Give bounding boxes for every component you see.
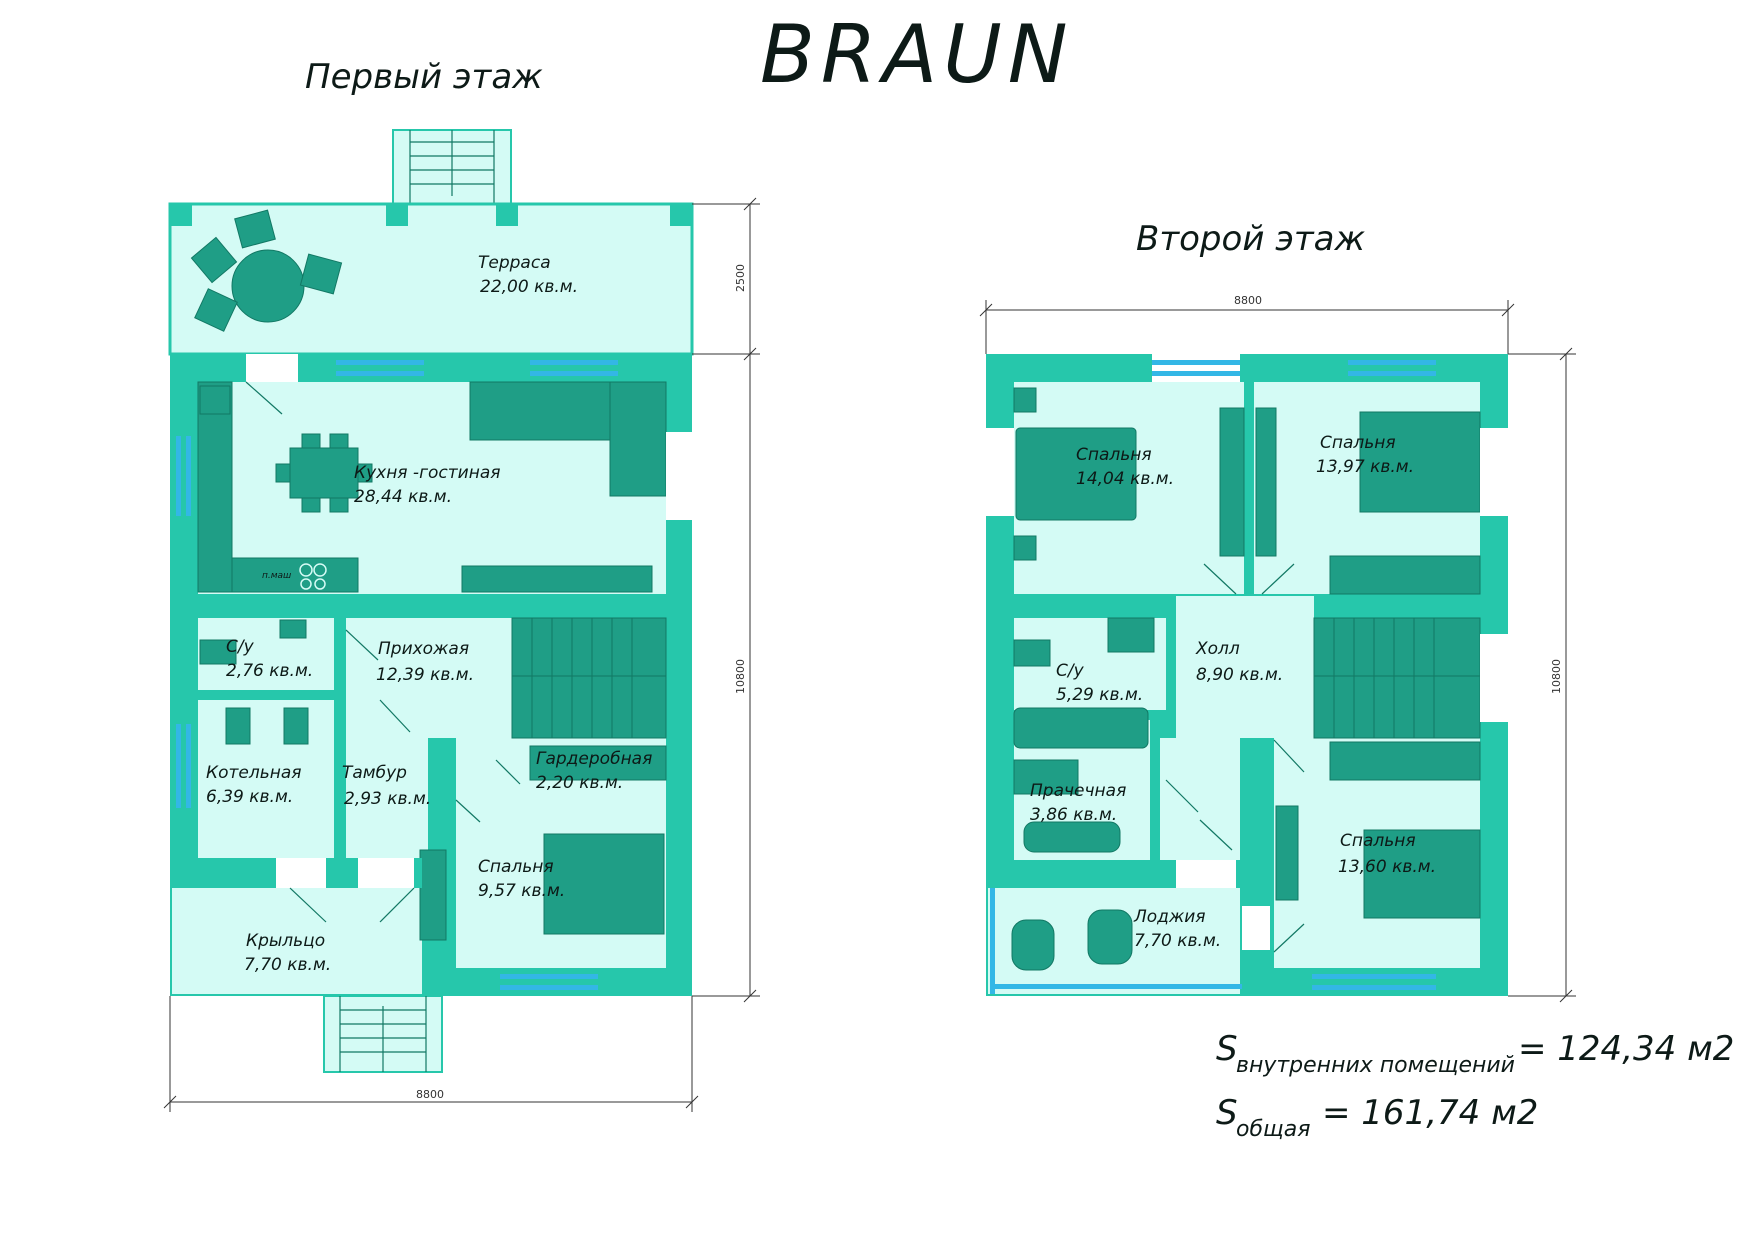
vestibule-floor: [346, 738, 428, 858]
loggia-area: 7,70 кв.м.: [1134, 931, 1221, 951]
wardrobe-name: Гардеробная: [536, 749, 652, 769]
total-area-value: = 161,74 м2: [1322, 1093, 1538, 1133]
total-area-subscript: общая: [1236, 1117, 1310, 1142]
hall2-floor: [1176, 596, 1314, 738]
area-summary: S внутренних помещений = 124,34 м2 S общ…: [1216, 1029, 1734, 1142]
terrace-area: 22,00 кв.м.: [480, 277, 578, 297]
bedroom3-area: 13,60 кв.м.: [1338, 857, 1436, 877]
bath-area: 2,76 кв.м.: [226, 661, 313, 681]
porch-area: 7,70 кв.м.: [244, 955, 331, 975]
south-stairs: [323, 995, 443, 1073]
second-floor-dimensions: 8800 10800: [979, 294, 1576, 1003]
second-floor-plan: Второй этаж: [979, 219, 1576, 1003]
hall2-name: Холл: [1195, 639, 1240, 659]
inner-area-symbol: S: [1216, 1029, 1238, 1069]
appliance-label: п.маш: [262, 571, 291, 581]
first-floor-title: Первый этаж: [305, 57, 543, 97]
bedroom2-area: 13,97 кв.м.: [1316, 457, 1414, 477]
porch-name: Крыльцо: [246, 931, 325, 951]
bedroom1-area: 14,04 кв.м.: [1076, 469, 1174, 489]
bath2-area: 5,29 кв.м.: [1056, 685, 1143, 705]
kitchen-area: 28,44 кв.м.: [354, 487, 452, 507]
first-depth-dim: 10800: [734, 659, 747, 694]
terrace-name: Терраса: [478, 253, 551, 273]
wardrobe-area: 2,20 кв.м.: [536, 773, 623, 793]
second-depth-dim: 10800: [1550, 659, 1563, 694]
inner-area-value: = 124,34 м2: [1518, 1029, 1734, 1069]
hall2-lower-floor: [1160, 738, 1240, 860]
inner-area-subscript: внутренних помещений: [1236, 1053, 1515, 1078]
second-floor-building: [986, 354, 1508, 996]
hall2-area: 8,90 кв.м.: [1196, 665, 1283, 685]
first-floor-plan: Первый этаж: [163, 57, 760, 1112]
bedroom-area: 9,57 кв.м.: [478, 881, 565, 901]
first-floor-building: п.маш: [170, 354, 692, 996]
kitchen-name: Кухня -гостиная: [354, 463, 500, 483]
boiler-name: Котельная: [206, 763, 301, 783]
vestibule-area: 2,93 кв.м.: [344, 789, 431, 809]
vestibule-name: Тамбур: [342, 763, 407, 783]
laundry-name: Прачечная: [1030, 781, 1126, 801]
bedroom3-name: Спальня: [1340, 831, 1416, 851]
terrace-depth-dim: 2500: [734, 264, 747, 292]
terrace: [168, 202, 694, 356]
hall-name: Прихожая: [378, 639, 469, 659]
bedroom-name: Спальня: [478, 857, 554, 877]
first-floor-dimensions: 8800 2500 10800: [163, 197, 760, 1112]
second-floor-title: Второй этаж: [1136, 219, 1366, 259]
total-area-symbol: S: [1216, 1093, 1238, 1133]
bath-name: С/у: [226, 637, 255, 657]
north-stairs: [392, 129, 512, 207]
loggia-name: Лоджия: [1133, 907, 1206, 927]
second-width-dim: 8800: [1234, 294, 1262, 307]
boiler-area: 6,39 кв.м.: [206, 787, 293, 807]
laundry-area: 3,86 кв.м.: [1030, 805, 1117, 825]
bedroom2-name: Спальня: [1320, 433, 1396, 453]
bath2-name: С/у: [1056, 661, 1085, 681]
bedroom1-name: Спальня: [1076, 445, 1152, 465]
porch-floor: [172, 888, 422, 994]
hall-area: 12,39 кв.м.: [376, 665, 474, 685]
first-width-dim: 8800: [416, 1088, 444, 1101]
project-name: BRAUN: [760, 8, 1074, 101]
boiler-floor: [198, 700, 334, 858]
